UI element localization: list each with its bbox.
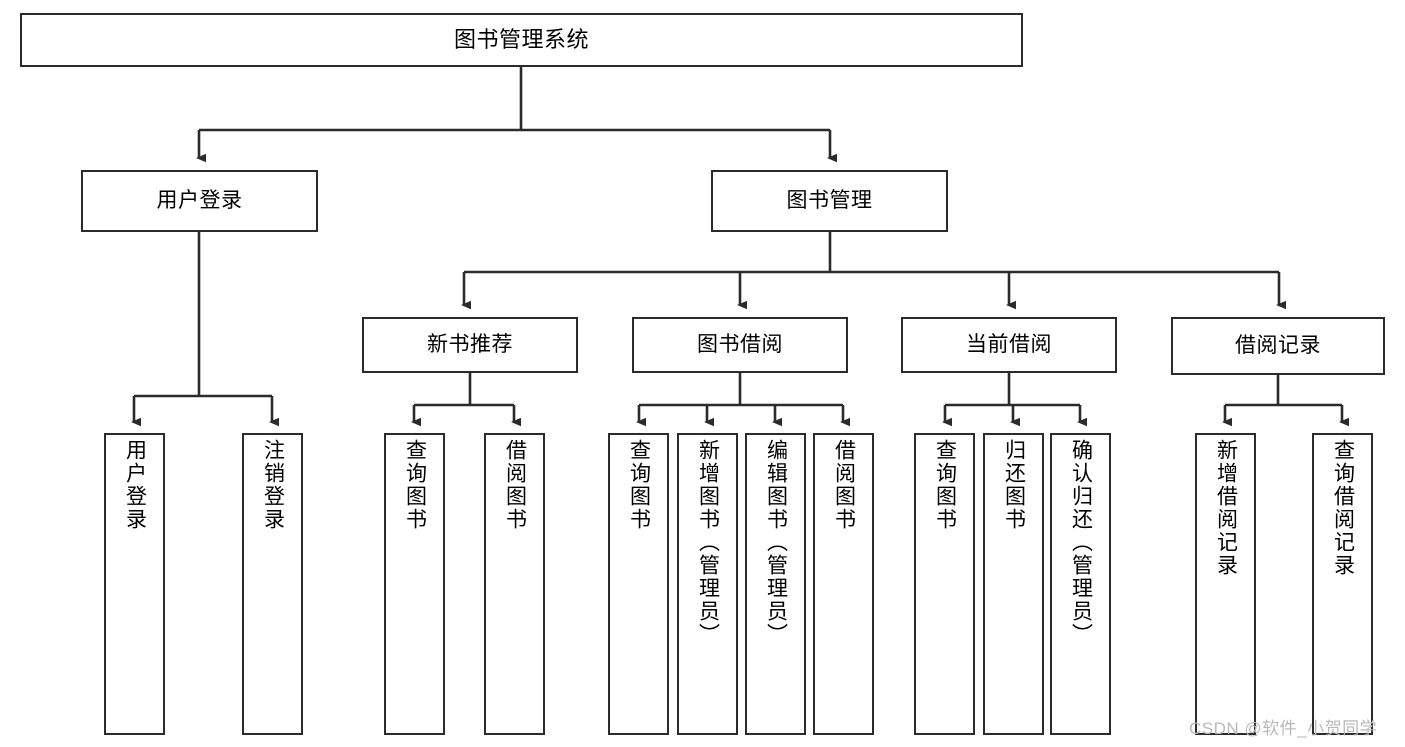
leaf-query-book-recommend[interactable]: 查询图书 xyxy=(384,433,445,735)
node-root-system[interactable]: 图书管理系统 xyxy=(20,13,1023,67)
leaf-confirm-return-label: 确认归还（管理员） xyxy=(1069,439,1093,646)
leaf-user-logout-label: 注销登录 xyxy=(261,439,285,531)
leaf-add-borrow-record-label: 新增借阅记录 xyxy=(1214,439,1238,577)
node-user-login[interactable]: 用户登录 xyxy=(81,170,318,232)
node-new-book-recommend[interactable]: 新书推荐 xyxy=(362,317,578,373)
leaf-query-book-borrow[interactable]: 查询图书 xyxy=(608,433,669,735)
leaf-query-borrow-record-label: 查询借阅记录 xyxy=(1331,439,1355,577)
node-borrow-record[interactable]: 借阅记录 xyxy=(1171,317,1385,375)
node-user-login-label: 用户登录 xyxy=(156,189,243,213)
node-borrow-record-label: 借阅记录 xyxy=(1235,334,1321,358)
node-book-management[interactable]: 图书管理 xyxy=(711,170,948,232)
leaf-query-book-recommend-label: 查询图书 xyxy=(403,439,427,531)
node-current-borrow[interactable]: 当前借阅 xyxy=(901,317,1117,373)
node-book-borrow[interactable]: 图书借阅 xyxy=(632,317,848,373)
leaf-borrow-book[interactable]: 借阅图书 xyxy=(813,433,874,735)
leaf-edit-book[interactable]: 编辑图书（管理员） xyxy=(745,433,806,735)
leaf-return-book[interactable]: 归还图书 xyxy=(983,433,1044,735)
leaf-return-book-label: 归还图书 xyxy=(1002,439,1026,531)
leaf-add-book-label: 新增图书（管理员） xyxy=(696,439,720,646)
node-book-management-label: 图书管理 xyxy=(786,189,873,213)
leaf-query-borrow-record[interactable]: 查询借阅记录 xyxy=(1312,433,1373,735)
leaf-user-logout[interactable]: 注销登录 xyxy=(242,433,303,735)
leaf-edit-book-label: 编辑图书（管理员） xyxy=(764,439,788,646)
node-book-borrow-label: 图书借阅 xyxy=(697,333,783,357)
leaf-query-book-current[interactable]: 查询图书 xyxy=(914,433,975,735)
node-current-borrow-label: 当前借阅 xyxy=(966,333,1052,357)
leaf-confirm-return[interactable]: 确认归还（管理员） xyxy=(1050,433,1111,735)
leaf-add-borrow-record[interactable]: 新增借阅记录 xyxy=(1195,433,1256,735)
leaf-query-book-borrow-label: 查询图书 xyxy=(627,439,651,531)
leaf-user-login-label: 用户登录 xyxy=(123,439,147,531)
node-root-system-label: 图书管理系统 xyxy=(453,26,589,52)
node-new-book-recommend-label: 新书推荐 xyxy=(427,333,513,357)
leaf-borrow-book-recommend-label: 借阅图书 xyxy=(503,439,527,531)
leaf-query-book-current-label: 查询图书 xyxy=(933,439,957,531)
leaf-add-book[interactable]: 新增图书（管理员） xyxy=(677,433,738,735)
leaf-borrow-book-recommend[interactable]: 借阅图书 xyxy=(484,433,545,735)
leaf-borrow-book-label: 借阅图书 xyxy=(832,439,856,531)
leaf-user-login[interactable]: 用户登录 xyxy=(104,433,165,735)
